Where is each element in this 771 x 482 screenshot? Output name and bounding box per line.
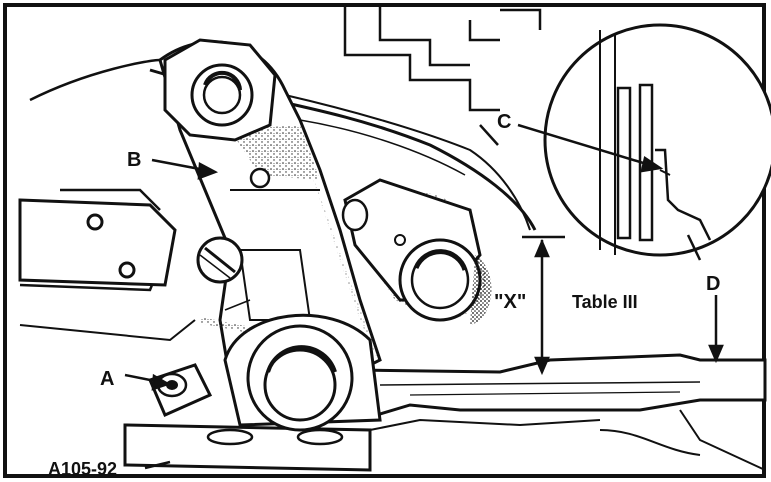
bushing-part-a [147,363,213,417]
label-d: D [706,273,720,295]
label-b: B [127,149,141,171]
set-screw [196,236,244,284]
top-bolt [163,38,277,142]
slide-plate [353,353,767,471]
arm-pivot-hole [249,167,271,189]
label-table-ref: Table III [572,292,638,312]
side-link [18,198,196,342]
dimension-x [522,235,565,376]
label-x-dimension: "X" [494,291,526,313]
label-a: A [100,368,114,390]
inset-detail [543,23,771,257]
figure-id: A105-92 [48,459,117,479]
leader-arrows [124,123,724,470]
lower-roller [199,299,382,432]
label-c: C [497,111,511,133]
eccentric-roller [341,178,492,325]
outer-border [3,3,766,478]
